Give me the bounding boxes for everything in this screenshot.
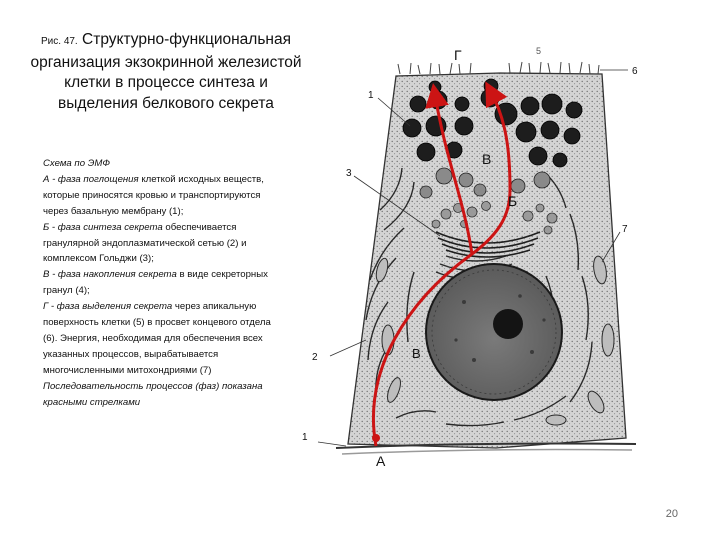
label-number-2: 2 bbox=[312, 352, 318, 363]
label-phase-a: А bbox=[376, 453, 386, 469]
figure-number: Рис. 47. bbox=[41, 36, 78, 47]
basal-membrane-shadow bbox=[342, 450, 632, 455]
label-number-7: 7 bbox=[622, 224, 628, 235]
label-phase-b: Б bbox=[508, 193, 517, 209]
caption-phase-b: Б - фаза синтеза секрета обеспечивается … bbox=[43, 220, 275, 268]
label-phase-g: Г bbox=[454, 47, 462, 63]
label-number-5: 5 bbox=[536, 46, 541, 56]
figure-title: Рис. 47. Структурно-функциональная орган… bbox=[30, 30, 302, 114]
cell-illustration: Г В Б В А 1 3 2 1 7 6 5 bbox=[296, 40, 656, 470]
apical-microvilli bbox=[398, 62, 599, 74]
page-number: 20 bbox=[666, 508, 678, 520]
phase-b-label: Б - фаза синтеза секрета bbox=[43, 222, 163, 233]
nucleolus bbox=[493, 309, 523, 339]
label-number-1-bottom: 1 bbox=[302, 432, 308, 443]
phase-v-label: В - фаза накопления секрета bbox=[43, 269, 177, 280]
nucleus bbox=[426, 264, 562, 400]
phase-g-label: Г - фаза выделения секрета bbox=[43, 301, 172, 312]
label-number-3: 3 bbox=[346, 168, 352, 179]
label-phase-v-upper: В bbox=[482, 151, 491, 167]
arrow-origin bbox=[372, 434, 380, 442]
phase-g-text: через апикальную поверхность клетки (5) … bbox=[43, 301, 271, 376]
label-number-1-top: 1 bbox=[368, 90, 374, 101]
caption-footer: Последовательность процессов (фаз) показ… bbox=[43, 379, 275, 411]
caption-scheme: Схема по ЭМФ bbox=[43, 156, 275, 172]
label-phase-v-lower: В bbox=[412, 346, 421, 361]
caption-phase-g: Г - фаза выделения секрета через апикаль… bbox=[43, 299, 275, 379]
caption-phase-v: В - фаза накопления секрета в виде секре… bbox=[43, 267, 275, 299]
caption-phase-a: А - фаза поглощения клеткой исходных вещ… bbox=[43, 172, 275, 220]
phase-a-label: А - фаза поглощения bbox=[43, 174, 139, 185]
figure-caption: Схема по ЭМФ А - фаза поглощения клеткой… bbox=[43, 156, 275, 411]
label-number-6: 6 bbox=[632, 66, 638, 77]
